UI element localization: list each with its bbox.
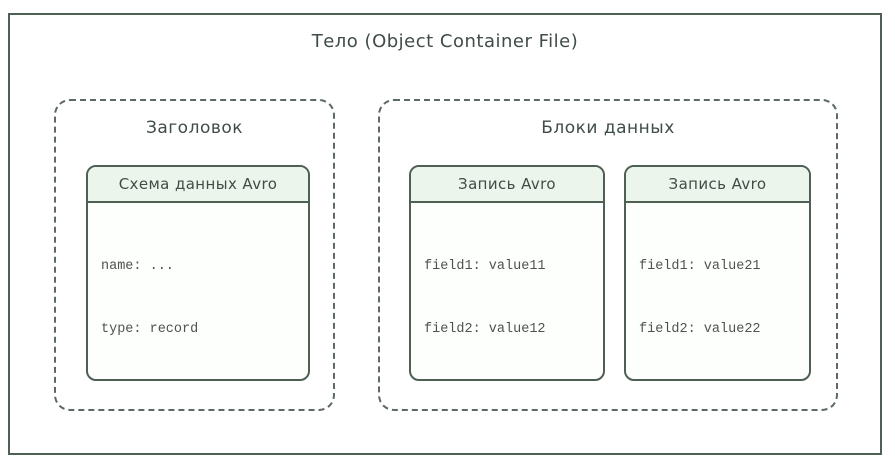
record-line: field2: value12 (424, 322, 546, 337)
record-line: field1: value11 (424, 259, 546, 274)
avro-record-card-2: Запись Avro field1: value21 field2: valu… (624, 165, 811, 381)
schema-line: type: record (101, 322, 199, 337)
diagram-title: Тело (Object Container File) (311, 31, 579, 52)
avro-record-card-1-body: field1: value11 field2: value12 ... [sys… (411, 203, 603, 379)
avro-record-card-1-title: Запись Avro (411, 167, 603, 203)
object-container-file-box: Тело (Object Container File) Заголовок С… (8, 13, 882, 455)
avro-schema-card-body: name: ... type: record field1: datatype1… (88, 203, 308, 379)
avro-record-card-2-title: Запись Avro (626, 167, 809, 203)
header-section-title: Заголовок (145, 118, 244, 138)
record-line: field2: value22 (639, 322, 761, 337)
avro-record-card-2-body: field1: value21 field2: value22 ... [sys… (626, 203, 809, 379)
data-blocks-section-title: Блоки данных (541, 118, 675, 138)
data-blocks-section: Блоки данных Запись Avro field1: value11… (378, 99, 838, 411)
avro-schema-card-title: Схема данных Avro (88, 167, 308, 203)
schema-line: name: ... (101, 259, 174, 274)
avro-schema-card: Схема данных Avro name: ... type: record… (86, 165, 310, 381)
header-section: Заголовок Схема данных Avro name: ... ty… (54, 99, 335, 411)
record-line: field1: value21 (639, 259, 761, 274)
avro-record-card-1: Запись Avro field1: value11 field2: valu… (409, 165, 605, 381)
